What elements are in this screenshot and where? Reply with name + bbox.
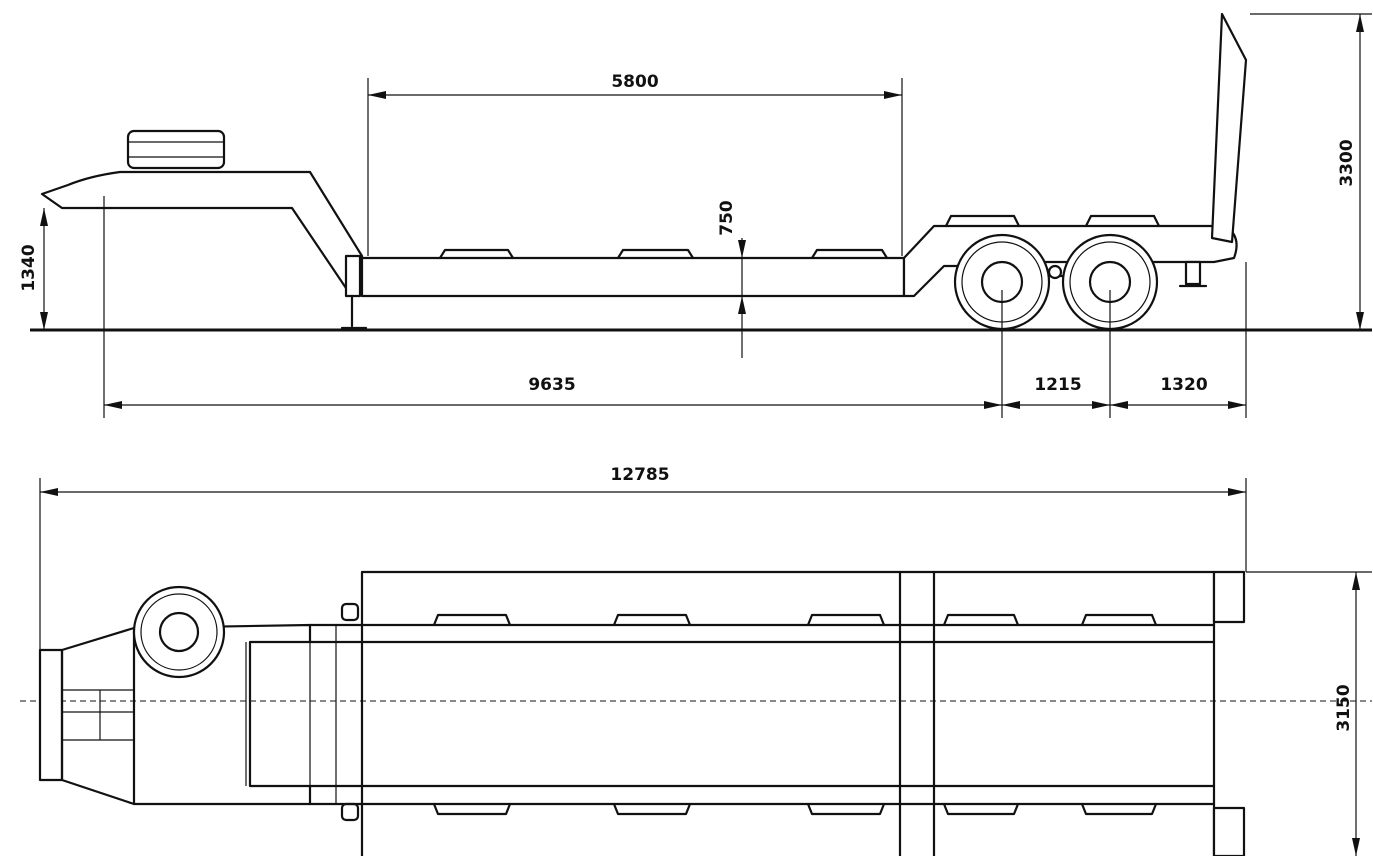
- deck-top: [360, 570, 1216, 856]
- dimension-rear-overhang: 1320: [1110, 375, 1246, 409]
- spare-wheel-top: [132, 585, 226, 679]
- dimension-label: 3300: [1337, 139, 1357, 186]
- dimension-overall-height: 3300: [1250, 13, 1372, 330]
- dimension-label: 1320: [1160, 375, 1207, 395]
- dimension-label: 1340: [19, 244, 39, 291]
- spare-wheel: [126, 129, 226, 170]
- side-view: 5800 750 1340 3300: [19, 12, 1372, 418]
- rear-jack: [1178, 260, 1208, 288]
- dimension-overall-width: 3150: [1246, 571, 1372, 856]
- dimension-axle-spacing: 1215: [1002, 375, 1110, 409]
- rear-ramp-bottom: [1212, 806, 1246, 856]
- dimension-deck-length: 5800: [367, 72, 903, 256]
- dimension-label: 3150: [1334, 684, 1354, 731]
- dimension-coupling-height: 1340: [19, 208, 48, 330]
- landing-leg: [340, 254, 368, 330]
- wheel-rear: [1061, 233, 1159, 331]
- rear-ramp-top: [1212, 570, 1246, 624]
- gooseneck: [40, 170, 364, 296]
- dimension-label: 9635: [528, 375, 575, 395]
- deck: [360, 256, 906, 298]
- gooseneck-nose: [38, 648, 64, 782]
- dimension-label: 12785: [610, 465, 669, 485]
- dimension-label: 750: [717, 200, 737, 236]
- top-view: 12785: [20, 465, 1372, 856]
- dimension-deck-height: 750: [717, 200, 746, 358]
- dimension-kingpin-to-axle: 9635: [104, 375, 1002, 409]
- dimension-label: 5800: [611, 72, 658, 92]
- dimension-label: 1215: [1034, 375, 1081, 395]
- dimension-overall-length: 12785: [39, 465, 1247, 652]
- rear-ramp: [1210, 12, 1248, 244]
